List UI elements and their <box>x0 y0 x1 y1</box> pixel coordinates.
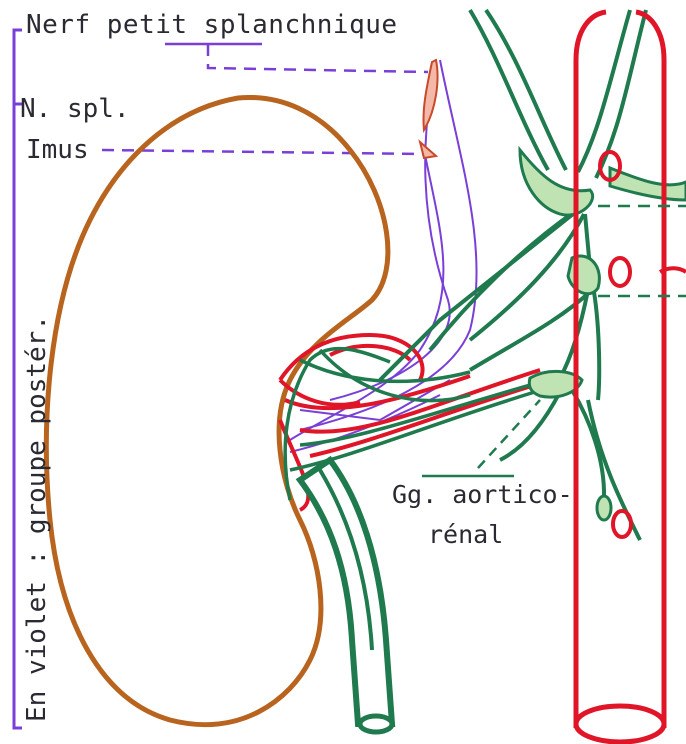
aorta <box>576 12 664 742</box>
coeliac-ganglion-right <box>610 168 686 200</box>
label-nerf-petit-splanchnique: Nerf petit splanchnique <box>26 12 398 38</box>
lower-ganglion <box>597 496 611 520</box>
green-nerve-trunks <box>380 10 646 540</box>
kidney-outline <box>46 97 388 724</box>
violet-ganglion-petit <box>423 60 437 130</box>
label-en-violet-groupe-poster: En violet : groupe postér. <box>24 315 50 722</box>
violet-bracket <box>14 30 22 728</box>
label-gg-aortico: Gg. aortico- <box>392 482 573 507</box>
label-renal: rénal <box>428 522 503 547</box>
label-imus: Imus <box>26 137 89 163</box>
violet-ganglion-imus <box>420 142 436 158</box>
coeliac-ganglion-left <box>520 150 593 215</box>
ureter <box>300 460 392 732</box>
label-n-spl: N. spl. <box>20 96 130 122</box>
mesenteric-ganglion <box>568 256 599 294</box>
